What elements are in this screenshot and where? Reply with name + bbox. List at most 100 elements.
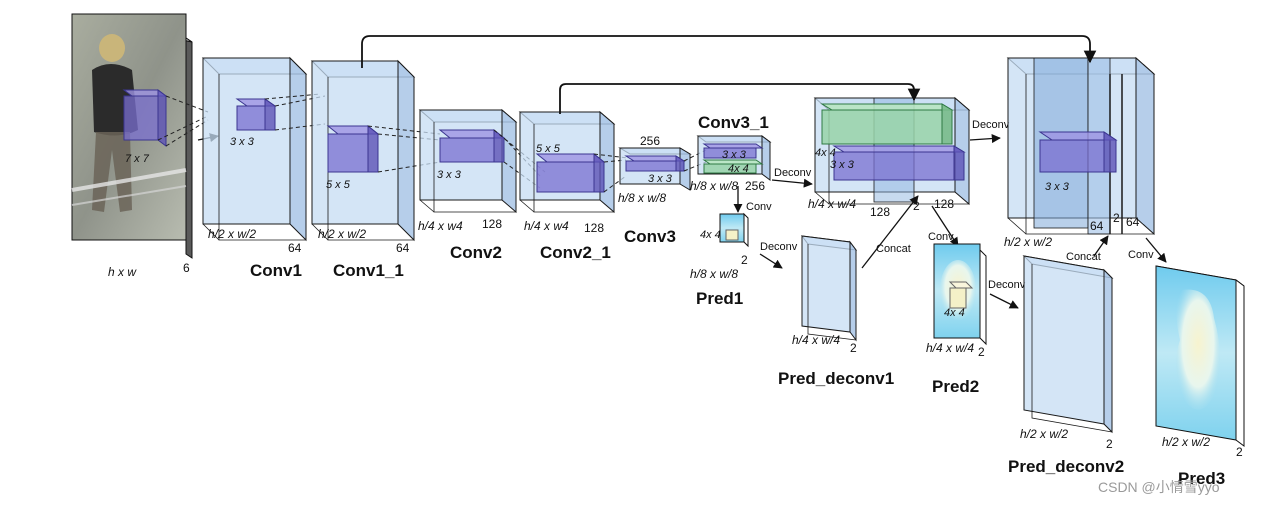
conv1-front [202, 57, 291, 225]
conv3_1-pred1-op: Conv [746, 201, 772, 213]
concat2-channels-c: 64 [1126, 215, 1140, 229]
conv1-name: Conv1 [250, 261, 302, 280]
input-kernel-label: 7 x 7 [125, 153, 150, 165]
conv1_1-kernel [327, 133, 369, 173]
input-conv1-projection [157, 95, 209, 147]
concat1-dims: h/4 x w/4 [808, 197, 856, 211]
conv3_1-kernel-b [703, 163, 757, 174]
skip-conv1_1-to-concat2 [361, 35, 1097, 68]
pred2-deconv-op: Deconv [988, 279, 1026, 291]
pred_deconv2-name: Pred_deconv2 [1008, 457, 1124, 476]
pred3-block: h/2 x w/2 2 Pred3 [1155, 265, 1245, 488]
concat1-kernel-purple [833, 151, 955, 181]
pred_deconv1-name: Pred_deconv1 [778, 369, 894, 388]
concat2-pred3-op: Conv [1128, 249, 1154, 261]
concat1-op: Concat [876, 243, 911, 255]
conv1_1-dims: h/2 x w/2 [318, 227, 366, 241]
conv3-kernel-label: 3 x 3 [648, 173, 673, 185]
conv2_1-kernel [536, 161, 595, 193]
pred1-dims: h/8 x w/8 [690, 267, 738, 281]
pred_deconv2-map [1023, 255, 1105, 425]
conv3_1-block: 3 x 3 4x 4 Conv3_1 h/8 x w/8 256 [690, 113, 772, 193]
concat1-channels-a: 128 [870, 205, 890, 219]
conv3-channels: 256 [640, 134, 660, 148]
conv3-block: 3 x 3 256 h/8 x w/8 Conv3 [618, 134, 692, 246]
conv2_1-block: 5 x 5 h/4 x w4 128 Conv2_1 [518, 110, 616, 262]
conv3_1-kernel-a-label: 3 x 3 [722, 149, 747, 161]
conv1-block: 3 x 3 h/2 x w/2 64 Conv1 [201, 56, 308, 280]
pred3-foreground-blob [1176, 289, 1220, 410]
input-dims: h x w [108, 265, 137, 279]
concat2-block: 3 x 3 h/2 x w/2 64 2 64 [1004, 56, 1156, 249]
pred3-dims: h/2 x w/2 [1162, 435, 1210, 449]
concat1-kernel-green [821, 109, 943, 145]
concat2-channels-a: 64 [1090, 219, 1104, 233]
input-image-stack: 7 x 7 h x w 6 [71, 13, 193, 279]
pred1-block: 4x 4 2 h/8 x w/8 Pred1 [690, 212, 749, 308]
conv2_1-kernel-label: 5 x 5 [536, 143, 561, 155]
concat1-pred2-op: Conv [928, 231, 954, 243]
conv1-dims: h/2 x w/2 [208, 227, 256, 241]
concat2-op: Concat [1066, 251, 1101, 263]
concat1-to-pred2-arrow [931, 205, 959, 247]
concat1-kernel-b-label: 3 x 3 [830, 159, 855, 171]
pred_deconv1-to-concat1-arrow [861, 195, 919, 269]
conv3-kernel [625, 160, 677, 172]
conv1_1-kernel-label: 5 x 5 [326, 179, 351, 191]
conv3_1-kernel-b-label: 4x 4 [728, 163, 749, 175]
input-channels: 6 [183, 261, 190, 275]
conv1_1-channels: 64 [396, 241, 410, 255]
pred_deconv2-block: h/2 x w/2 2 Pred_deconv2 [1008, 255, 1124, 476]
pred1-name: Pred1 [696, 289, 743, 308]
conv3_1-to-concat1-arrow [771, 178, 813, 188]
conv3-conv3_1-projection [683, 149, 707, 172]
pred_deconv1-block: h/4 x w/4 2 Pred_deconv1 [778, 235, 894, 388]
pred2-dims: h/4 x w/4 [926, 341, 974, 355]
pred_deconv2-dims: h/2 x w/2 [1020, 427, 1068, 441]
conv3-dims: h/8 x w/8 [618, 191, 666, 205]
concat2-dims: h/2 x w/2 [1004, 235, 1052, 249]
conv3-name: Conv3 [624, 227, 676, 246]
conv2-dims: h/4 x w4 [418, 219, 463, 233]
pred_deconv1-dims: h/4 x w/4 [792, 333, 840, 347]
pred3-name: Pred3 [1178, 469, 1225, 488]
conv1-kernel [236, 105, 266, 131]
watermark: CSDN @小情雪yyo [1098, 479, 1220, 495]
pred_deconv1-channels: 2 [850, 341, 857, 355]
conv3_1-name: Conv3_1 [698, 113, 769, 132]
concat1-deconv-op: Deconv [972, 119, 1010, 131]
pred1-kernel-label: 4x 4 [700, 229, 721, 241]
pred2-name: Pred2 [932, 377, 979, 396]
concat2-channels-b: 2 [1113, 211, 1120, 225]
pred_deconv1-map [801, 235, 851, 333]
concat1-channels-c: 128 [934, 197, 954, 211]
pred_deconv2-to-concat2-arrow [1093, 235, 1109, 257]
conv2-block: 3 x 3 h/4 x w4 128 Conv2 [418, 108, 518, 262]
conv2_1-name: Conv2_1 [540, 243, 611, 262]
pedestrian-head [99, 34, 125, 62]
conv2_1-dims: h/4 x w4 [524, 219, 569, 233]
conv1-channels: 64 [288, 241, 302, 255]
conv2-name: Conv2 [450, 243, 502, 262]
concat2-kernel [1039, 139, 1105, 173]
concat2-to-pred3-arrow [1145, 237, 1167, 263]
pred1-deconv-op: Deconv [760, 241, 798, 253]
concat1-block: 4x 4 3 x 3 h/4 x w/4 128 2 128 [808, 96, 971, 219]
pred2-block: 4x 4 h/4 x w/4 2 Pred2 [926, 243, 987, 396]
conv3_1-deconv-op: Deconv [774, 167, 812, 179]
conv1-kernel-label: 3 x 3 [230, 136, 255, 148]
pred2-to-pred_deconv2-arrow [989, 293, 1019, 309]
pred_deconv2-channels: 2 [1106, 437, 1113, 451]
concat1-channels-b: 2 [913, 199, 920, 213]
conv3_1-channels: 256 [745, 179, 765, 193]
concat1-to-concat2-arrow [969, 134, 1001, 144]
pred1-channels: 2 [741, 253, 748, 267]
pred1-to-pred_deconv1-arrow [759, 253, 783, 269]
input-kernel [123, 95, 159, 141]
pred2-kernel-label: 4x 4 [944, 307, 965, 319]
conv1_1-name: Conv1_1 [333, 261, 404, 280]
concat1-kernel-a-label: 4x 4 [815, 147, 836, 159]
conv3_1-kernel-a [703, 147, 757, 159]
pred3-channels: 2 [1236, 445, 1243, 459]
